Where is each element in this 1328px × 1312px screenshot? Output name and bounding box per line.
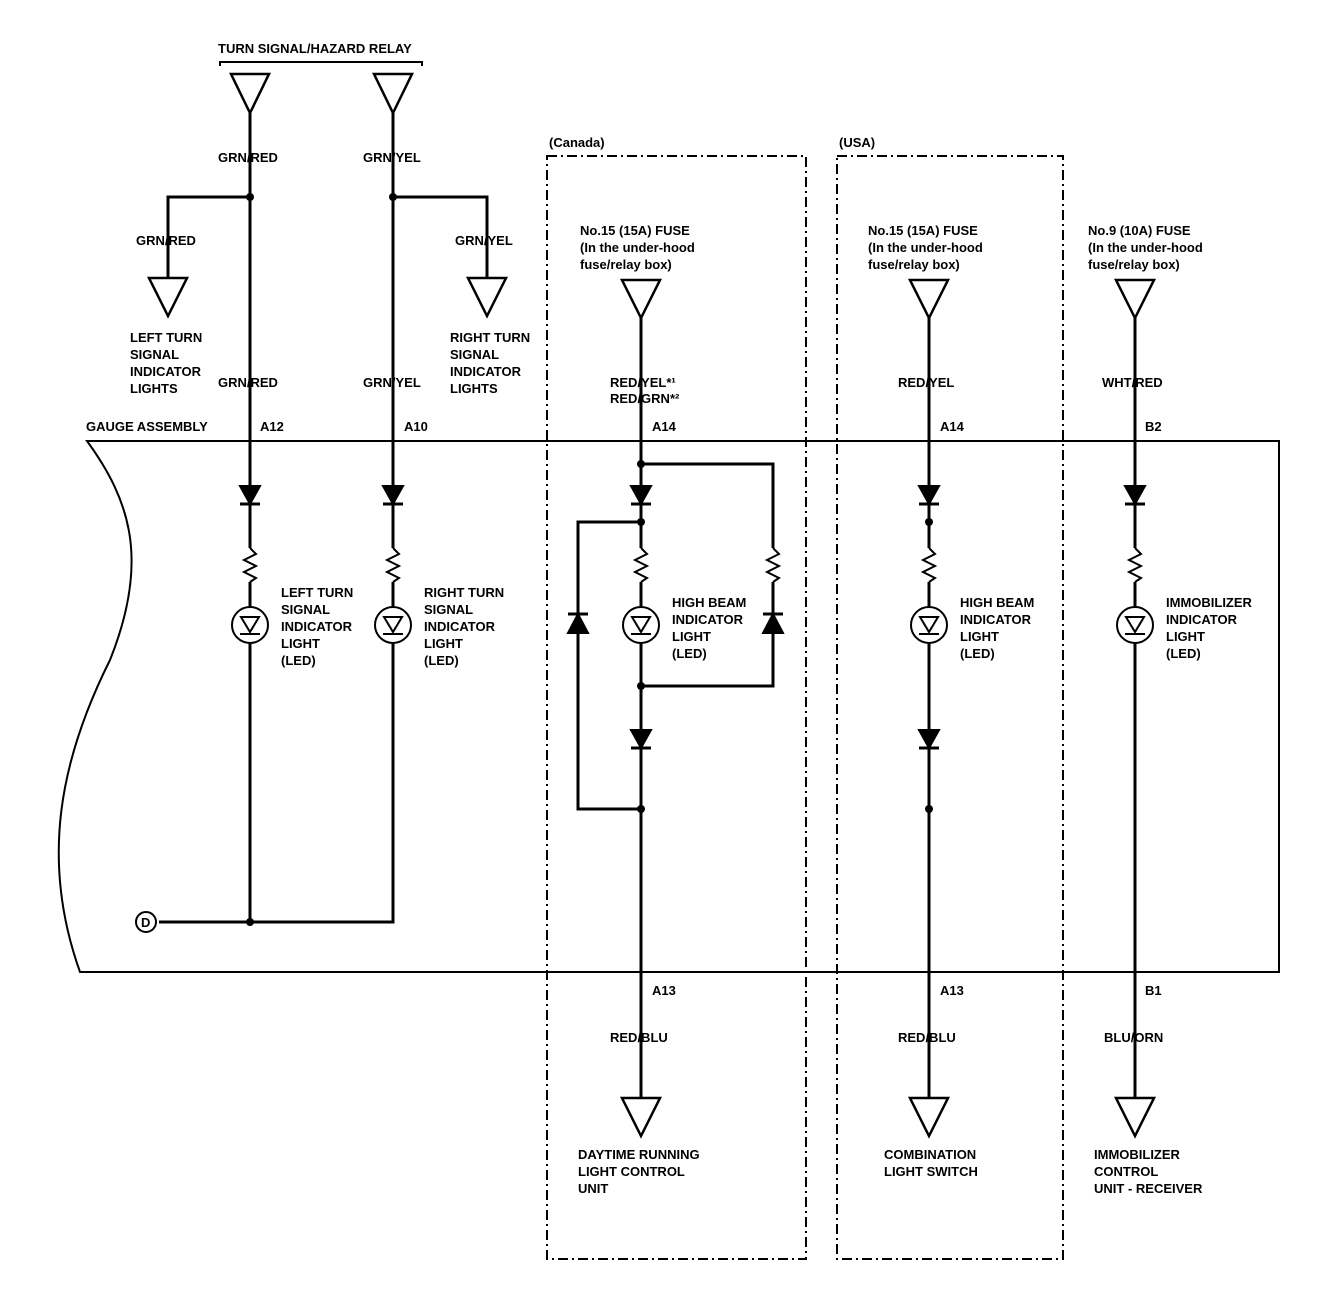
- wire-label-12: BLU/ORN: [1104, 1030, 1163, 1045]
- diode-right: [381, 485, 405, 507]
- resistor-immo: [1126, 547, 1144, 583]
- diode-canada-top: [629, 485, 653, 507]
- diode-canada-right: [761, 611, 785, 634]
- wire-label-8: RED/YEL: [898, 375, 954, 390]
- led-immo: [1116, 606, 1154, 644]
- pin-a10: A10: [404, 419, 428, 434]
- wire-label-7a: RED/YEL*¹: [610, 375, 676, 390]
- right-ext-terminal: [465, 276, 509, 319]
- gauge-assembly-outline: [57, 440, 1280, 973]
- wire-label-10: RED/BLU: [610, 1030, 668, 1045]
- pin-a13-usa: A13: [940, 983, 964, 998]
- fuse-canada-label: No.15 (15A) FUSE (In the under-hood fuse…: [580, 223, 698, 272]
- pin-b2: B2: [1145, 419, 1162, 434]
- diode-immo: [1123, 485, 1147, 507]
- right-ext-lights-label: RIGHT TURN SIGNAL INDICATOR LIGHTS: [450, 330, 534, 396]
- wire-label-7b: RED/GRN*²: [610, 391, 680, 406]
- immo-unit-terminal: [1113, 1096, 1157, 1139]
- wire-label-5: GRN/RED: [218, 375, 278, 390]
- led-right: [374, 606, 412, 644]
- diode-usa-top: [917, 485, 941, 507]
- resistor-right: [384, 547, 402, 583]
- resistor-usa: [920, 547, 938, 583]
- fuse-usa-terminal: [907, 278, 951, 321]
- hb-canada-label: HIGH BEAM INDICATOR LIGHT (LED): [672, 595, 750, 661]
- combo-switch-label: COMBINATION LIGHT SWITCH: [884, 1147, 980, 1179]
- usa-region-box: [836, 155, 1064, 1260]
- ground-d-label: D: [141, 915, 150, 930]
- relay-terminal-1: [229, 72, 271, 116]
- diode-canada-left: [566, 611, 590, 634]
- combo-switch-terminal: [907, 1096, 951, 1139]
- led-canada: [622, 606, 660, 644]
- left-ext-lights-label: LEFT TURN SIGNAL INDICATOR LIGHTS: [130, 330, 206, 396]
- diode-left: [238, 485, 262, 507]
- resistor-canada-bypass: [764, 547, 782, 583]
- pin-a14-usa: A14: [940, 419, 965, 434]
- fuse-canada-terminal: [619, 278, 663, 321]
- wire-label-6: GRN/YEL: [363, 375, 421, 390]
- diode-usa-bottom: [917, 729, 941, 751]
- wire-label-1: GRN/RED: [218, 150, 278, 165]
- relay-label: TURN SIGNAL/HAZARD RELAY: [218, 41, 412, 56]
- pin-a14-canada: A14: [652, 419, 677, 434]
- led-usa: [910, 606, 948, 644]
- left-ext-terminal: [146, 276, 190, 319]
- fuse-immo-label: No.9 (10A) FUSE (In the under-hood fuse/…: [1088, 223, 1206, 272]
- gauge-assembly-label: GAUGE ASSEMBLY: [86, 419, 208, 434]
- resistor-left: [241, 547, 259, 583]
- fuse-usa-label: No.15 (15A) FUSE (In the under-hood fuse…: [868, 223, 986, 272]
- pin-a12: A12: [260, 419, 284, 434]
- pin-b1: B1: [1145, 983, 1162, 998]
- left-led-label: LEFT TURN SIGNAL INDICATOR LIGHT (LED): [281, 585, 357, 668]
- right-led-label: RIGHT TURN SIGNAL INDICATOR LIGHT (LED): [424, 585, 508, 668]
- resistor-canada: [632, 547, 650, 583]
- usa-label: (USA): [839, 135, 875, 150]
- led-left: [231, 606, 269, 644]
- immo-unit-label: IMMOBILIZER CONTROL UNIT - RECEIVER: [1094, 1147, 1203, 1196]
- wire-label-9: WHT/RED: [1102, 375, 1163, 390]
- canada-label: (Canada): [549, 135, 605, 150]
- canada-region-box: [546, 155, 807, 1260]
- wire-label-3: GRN/RED: [136, 233, 196, 248]
- relay-terminal-2: [372, 72, 414, 116]
- wire-label-11: RED/BLU: [898, 1030, 956, 1045]
- relay-bracket: [219, 61, 423, 66]
- hb-usa-label: HIGH BEAM INDICATOR LIGHT (LED): [960, 595, 1038, 661]
- fuse-immo-terminal: [1113, 278, 1157, 321]
- drl-label: DAYTIME RUNNING LIGHT CONTROL UNIT: [578, 1147, 703, 1196]
- wire-label-2: GRN/YEL: [363, 150, 421, 165]
- pin-a13-canada: A13: [652, 983, 676, 998]
- ground-d-circle: [135, 911, 157, 933]
- immo-led-label: IMMOBILIZER INDICATOR LIGHT (LED): [1166, 595, 1256, 661]
- diode-canada-bottom: [629, 729, 653, 751]
- wire-label-4: GRN/YEL: [455, 233, 513, 248]
- drl-terminal: [619, 1096, 663, 1139]
